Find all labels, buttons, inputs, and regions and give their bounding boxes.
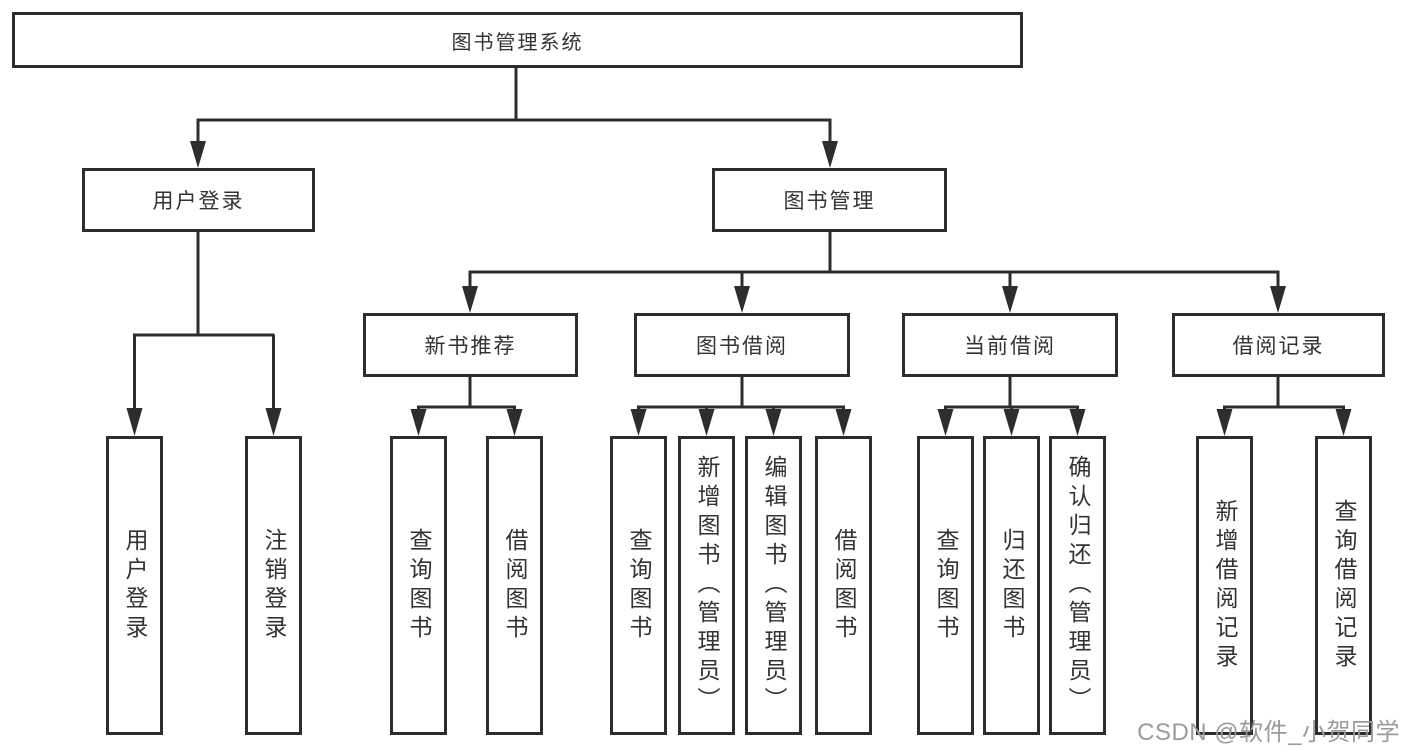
- leaf-logout: 注销登录: [245, 436, 302, 735]
- leaf-label: 查询图书: [933, 527, 959, 644]
- node-label: 新书推荐: [424, 335, 517, 358]
- node-label: 图书管理系统: [451, 31, 584, 54]
- leaf-current-confirm-return-admin: 确认归还（管理员）: [1049, 436, 1106, 735]
- leaf-current-query-book: 查询图书: [917, 436, 974, 735]
- node-label: 图书借阅: [696, 335, 788, 358]
- csdn-watermark: CSDN @软件_小贺同学: [1137, 719, 1400, 746]
- leaf-label: 用户登录: [122, 527, 148, 644]
- leaf-label: 查询图书: [626, 527, 652, 644]
- leaf-label: 注销登录: [261, 527, 287, 644]
- node-book-management-system: 图书管理系统: [12, 12, 1023, 68]
- node-label: 用户登录: [152, 190, 245, 213]
- node-label: 图书管理: [783, 190, 876, 213]
- leaf-user-login: 用户登录: [106, 436, 163, 735]
- leaf-recommend-query-book: 查询图书: [390, 436, 447, 735]
- leaf-label: 归还图书: [999, 527, 1025, 644]
- leaf-label: 查询图书: [406, 527, 432, 644]
- node-book-management: 图书管理: [712, 168, 947, 232]
- leaf-label: 新增图书（管理员）: [694, 455, 720, 716]
- leaf-label: 查询借阅记录: [1331, 498, 1357, 673]
- leaf-borrow-edit-book-admin: 编辑图书（管理员）: [745, 436, 802, 735]
- leaf-borrow-borrow-book: 借阅图书: [815, 436, 872, 735]
- leaf-recommend-borrow-book: 借阅图书: [486, 436, 543, 735]
- leaf-record-add-record: 新增借阅记录: [1196, 436, 1253, 735]
- node-borrow-record: 借阅记录: [1172, 313, 1385, 377]
- leaf-label: 借阅图书: [502, 527, 528, 644]
- leaf-label: 借阅图书: [831, 527, 857, 644]
- node-user-login: 用户登录: [82, 168, 315, 232]
- node-current-borrow: 当前借阅: [902, 313, 1118, 377]
- leaf-borrow-add-book-admin: 新增图书（管理员）: [678, 436, 735, 735]
- leaf-record-query-record: 查询借阅记录: [1315, 436, 1372, 735]
- node-book-borrow: 图书借阅: [634, 313, 850, 377]
- leaf-current-return-book: 归还图书: [983, 436, 1040, 735]
- node-label: 借阅记录: [1232, 335, 1325, 358]
- leaf-label: 确认归还（管理员）: [1065, 455, 1091, 716]
- leaf-label: 新增借阅记录: [1212, 498, 1238, 673]
- leaf-label: 编辑图书（管理员）: [761, 455, 787, 716]
- node-label: 当前借阅: [964, 335, 1056, 358]
- node-new-book-recommend: 新书推荐: [363, 313, 578, 377]
- leaf-borrow-query-book: 查询图书: [610, 436, 667, 735]
